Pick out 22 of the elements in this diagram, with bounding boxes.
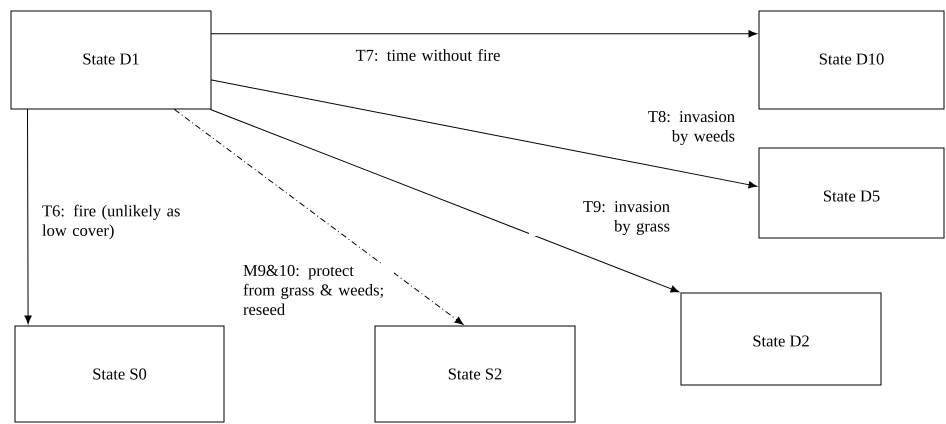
arrow bbox=[174, 109, 464, 325]
state-box bbox=[10, 10, 212, 110]
edge-label: M9&10: protect from grass & weeds; reseed bbox=[243, 264, 383, 316]
edge-label: T7: time without fire bbox=[356, 49, 500, 61]
arrow bbox=[210, 30, 758, 38]
edge-label: T9: invasion by grass bbox=[583, 201, 670, 235]
state-label: State D1 bbox=[83, 53, 139, 65]
arrow bbox=[24, 109, 32, 324]
state-box bbox=[14, 326, 224, 422]
state-box bbox=[374, 326, 576, 422]
state-label: State S0 bbox=[93, 368, 146, 380]
edge-label: T6: fire (unlikely as low cover) bbox=[42, 204, 180, 240]
state-label: State D10 bbox=[820, 53, 884, 65]
state-label: State S2 bbox=[448, 368, 502, 380]
edge-label: T8: invasion by weeds bbox=[648, 110, 735, 146]
state-label: State D2 bbox=[753, 335, 809, 347]
arrow bbox=[210, 109, 680, 292]
state-box bbox=[680, 292, 882, 386]
state-box bbox=[758, 148, 944, 238]
arrow bbox=[210, 79, 758, 188]
state-box bbox=[758, 10, 944, 110]
state-label: State D5 bbox=[824, 190, 880, 202]
